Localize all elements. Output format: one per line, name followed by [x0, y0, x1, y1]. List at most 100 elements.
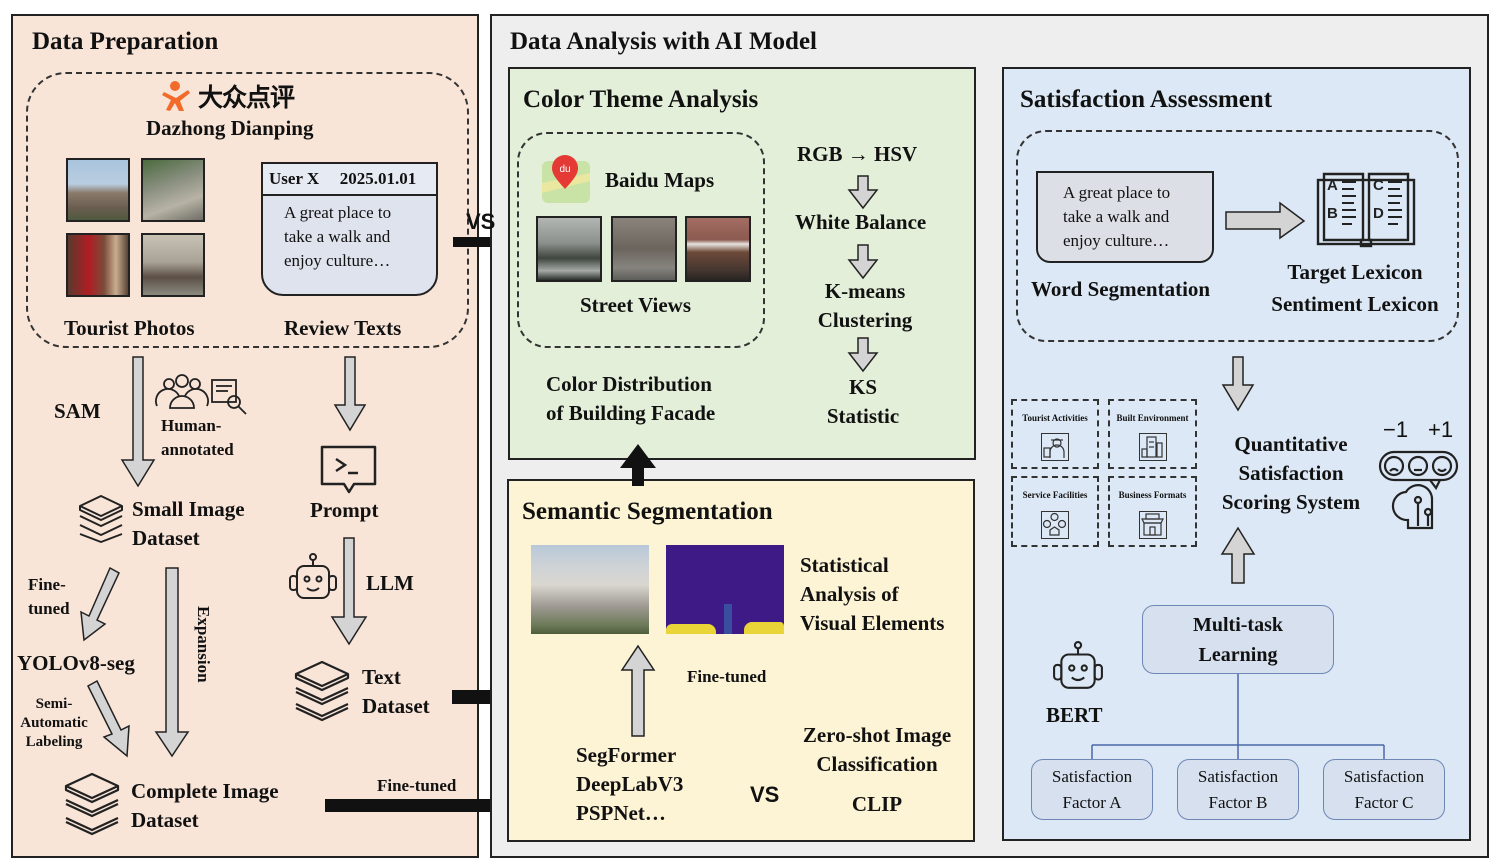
dianping-logo-text: 大众点评 — [198, 83, 295, 112]
multitask-line: Learning — [1198, 644, 1278, 666]
kmeans-line: K-means — [824, 279, 906, 303]
review-text-line: enjoy culture… — [284, 251, 391, 270]
factor-line: Factor C — [1354, 793, 1414, 812]
prompt-label: Prompt — [310, 498, 379, 522]
book-letter-a: A — [1327, 177, 1338, 194]
fine-tuned-middle-label: Fine-tuned — [687, 667, 767, 686]
segmentation-to-color-theme-arrow — [620, 444, 656, 486]
layers-icon-small-dataset — [78, 494, 124, 549]
robot-icon-bert — [1052, 641, 1104, 698]
semi-auto-line: Semi- — [35, 696, 73, 712]
scoring-system-label: Quantitative Satisfaction Scoring System — [1205, 430, 1377, 517]
book-letter-d: D — [1373, 205, 1384, 222]
review-user: User X — [269, 169, 320, 188]
human-annotated-line: annotated — [161, 440, 234, 459]
tourist-icon — [1041, 433, 1069, 461]
color-theme-step-arrow-3 — [847, 337, 879, 373]
expansion-label: Expansion — [194, 606, 213, 683]
text-dataset-label: Text Dataset — [362, 663, 430, 721]
segmentation-mask — [666, 545, 784, 634]
complete-to-models-arrow — [325, 789, 565, 822]
multitask-learning-box: Multi-task Learning — [1142, 605, 1334, 674]
bert-label: BERT — [1046, 703, 1103, 727]
dianping-logo — [162, 78, 196, 117]
model-line: DeepLabV3 — [576, 772, 684, 796]
stats-line: Statistical — [800, 553, 889, 577]
factor-line: Satisfaction — [1197, 767, 1279, 786]
step-kmeans: K-means Clustering — [805, 277, 925, 335]
text-dataset-line: Text — [362, 665, 401, 689]
small-dataset-line: Small Image — [132, 497, 245, 521]
seg-review-line: enjoy culture… — [1063, 231, 1170, 250]
seg-review-line: A great place to — [1063, 183, 1171, 202]
review-card: User X 2025.01.01 A great place to take … — [261, 162, 438, 296]
model-line: PSPNet… — [576, 801, 666, 825]
factor-line: Satisfaction — [1343, 767, 1425, 786]
sam-label: SAM — [54, 399, 101, 423]
zero-shot-line: Zero-shot Image — [802, 723, 952, 747]
score-max: +1 — [1428, 417, 1454, 442]
review-header: User X 2025.01.01 — [263, 164, 436, 196]
tourist-photo-1 — [66, 158, 130, 222]
complete-dataset-line: Dataset — [131, 808, 199, 832]
sentiment-faces-icon — [1378, 448, 1460, 537]
baidu-icon-text: du — [559, 164, 570, 175]
building-photo — [531, 545, 649, 634]
statistical-analysis-label: Statistical Analysis of Visual Elements — [800, 551, 944, 638]
fine-tuned-line: Fine- — [28, 575, 66, 594]
llm-arrow — [330, 537, 368, 646]
zero-shot-label: Zero-shot Image Classification — [786, 721, 968, 779]
model-line: SegFormer — [576, 743, 677, 767]
robot-icon-llm — [288, 553, 338, 608]
factor-line: Satisfaction — [1051, 767, 1133, 786]
segmentation-review-box: A great place to take a walk and enjoy c… — [1036, 171, 1214, 263]
step-white-balance: White Balance — [795, 210, 927, 234]
sam-arrow — [120, 356, 156, 488]
layers-icon-complete-dataset — [64, 772, 120, 841]
tourist-photos-label: Tourist Photos — [64, 316, 195, 340]
data-analysis-title: Data Analysis with AI Model — [510, 28, 817, 55]
seg-review-line: take a walk and — [1063, 207, 1170, 226]
lexicon-to-scoring-arrow — [1221, 356, 1255, 412]
vs-label-top: VS — [466, 209, 496, 234]
factor-line: Factor A — [1062, 793, 1122, 812]
small-dataset-line: Dataset — [132, 526, 200, 550]
ks-line: Statistic — [826, 404, 900, 428]
building-icon — [1139, 433, 1167, 461]
multitask-to-scoring-arrow — [1220, 526, 1256, 584]
semantic-segmentation-title: Semantic Segmentation — [522, 498, 773, 525]
small-image-dataset-label: Small Image Dataset — [132, 495, 245, 553]
category-tourist-activities: Tourist Activities — [1011, 399, 1099, 469]
complete-dataset-line: Complete Image — [131, 779, 279, 803]
street-view-group — [517, 132, 765, 348]
scoring-line: Satisfaction — [1238, 461, 1344, 485]
review-date: 2025.01.01 — [339, 169, 417, 188]
multitask-tree-lines — [1091, 673, 1385, 759]
semi-auto-arrow — [87, 679, 130, 758]
factor-b-box: Satisfaction Factor B — [1177, 759, 1299, 820]
word-seg-to-lexicon-arrow — [1225, 201, 1306, 240]
step-rgb-hsv: RGB → HSV — [797, 142, 918, 166]
yolo-label: YOLOv8-seg — [17, 651, 135, 675]
category-label: Built Environment — [1116, 413, 1189, 423]
tourist-photo-2 — [141, 158, 205, 222]
baidu-maps-icon: du — [540, 153, 592, 210]
zero-shot-line: Classification — [816, 752, 938, 776]
lexicon-line: Target Lexicon — [1287, 260, 1423, 284]
scoring-line: Quantitative — [1234, 432, 1348, 456]
score-min: −1 — [1383, 417, 1409, 442]
category-business-formats: Business Formats — [1108, 476, 1197, 547]
satisfaction-title: Satisfaction Assessment — [1020, 86, 1273, 113]
category-built-environment: Built Environment — [1108, 399, 1197, 469]
lexicon-line: Sentiment Lexicon — [1271, 292, 1439, 316]
review-texts-label: Review Texts — [284, 316, 402, 340]
factor-c-box: Satisfaction Factor C — [1323, 759, 1445, 820]
semi-auto-line: Automatic — [20, 715, 88, 731]
color-theme-title: Color Theme Analysis — [523, 86, 759, 113]
semantic-segmentation-panel — [507, 479, 975, 842]
multitask-line: Multi-task — [1193, 614, 1283, 636]
data-preparation-title: Data Preparation — [32, 28, 219, 55]
prompt-terminal-icon — [318, 444, 380, 503]
data-source-group — [26, 72, 469, 348]
